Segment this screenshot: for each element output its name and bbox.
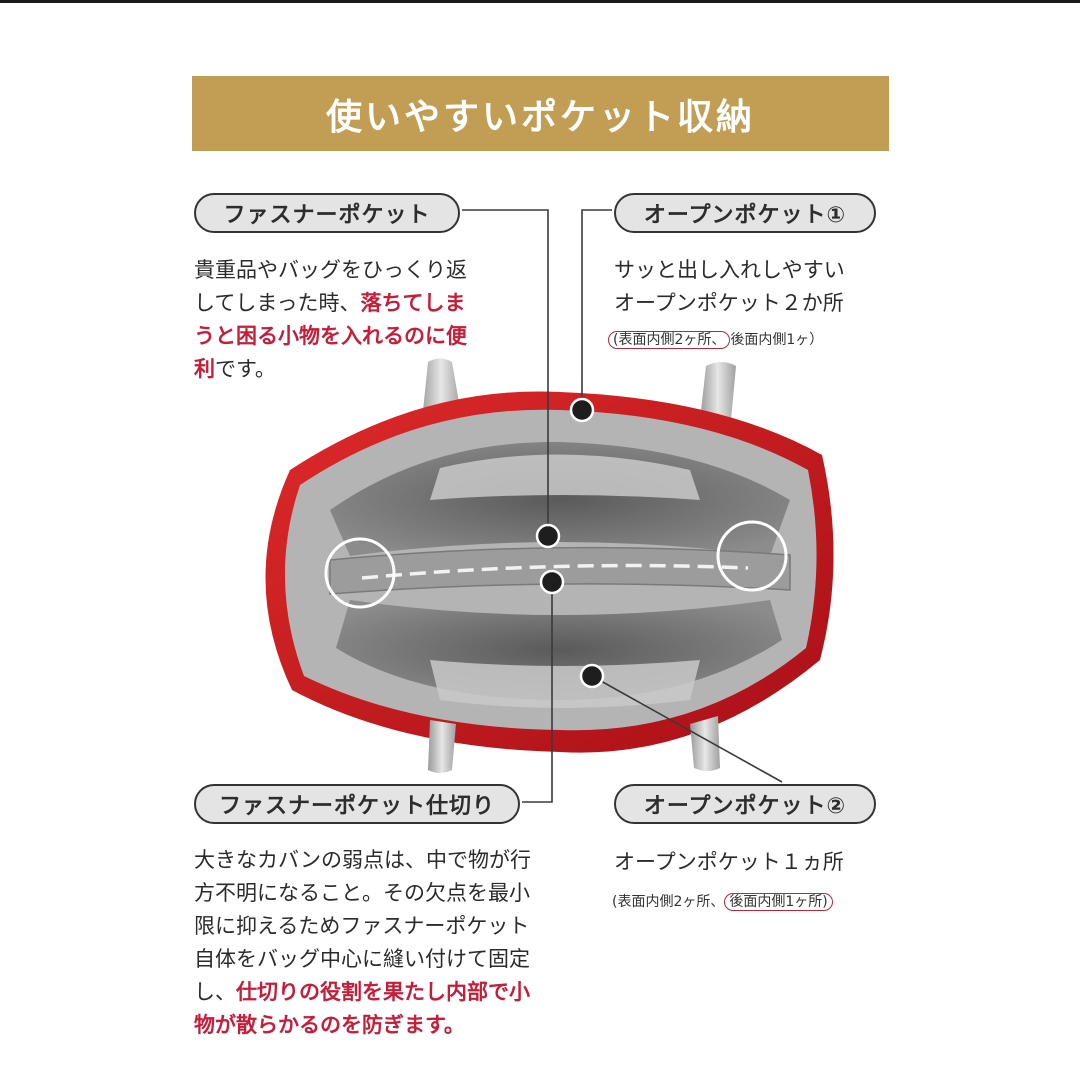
zipper-end-highlight-left (324, 537, 396, 609)
callout-lines (462, 209, 783, 803)
fastener-divider-line-3: 限に抑えるためファスナーポケット (194, 914, 530, 938)
top-rule (0, 0, 1080, 3)
fastener-divider-line-1: 大きなカバンの弱点は、中で物が行 (194, 848, 532, 872)
fastener-pocket-label: ファスナーポケット (194, 193, 460, 233)
fastener-divider-label: ファスナーポケット仕切り (194, 784, 520, 824)
fastener-divider-line-6: 物が散らかるのを防ぎます。 (194, 1013, 465, 1037)
open-pocket-1-label: オープンポケット① (614, 193, 876, 233)
note-front: 表面内側2ヶ所、 (618, 332, 726, 348)
text-emphasis: 落ちてしま (360, 291, 466, 315)
fastener-divider-line-2: 方不明になること。その欠点を最小 (194, 881, 530, 905)
text-plain: し、 (194, 980, 236, 1004)
zipper-track (361, 563, 749, 580)
page-title: 使いやすいポケット収納 (192, 76, 889, 151)
open-pocket-front-panel (430, 454, 700, 500)
fastener-divider-line-4: 自体をバッグ中心に縫い付けて固定 (194, 947, 530, 971)
open-pocket-2-note: (表面内側2ヶ所、後面内側1ヶ所) (612, 891, 833, 911)
text-emphasis: 仕切りの役割を果たし内部で小 (236, 980, 530, 1004)
bag-handle-front (428, 716, 720, 773)
open-pocket-1-line-2: オープンポケット２か所 (614, 291, 844, 315)
text-plain: してしまった時、 (194, 291, 361, 315)
note-circled-part: (表面内側2ヶ所、 (608, 331, 731, 349)
fastener-pocket-line-3: うと困る小物を入れるのに便 (194, 324, 467, 348)
text-plain: です。 (215, 357, 276, 381)
note-circled-part: 後面内側1ヶ所) (724, 893, 833, 911)
open-pocket-2-description: オープンポケット１ヵ所 (614, 846, 844, 879)
fastener-divider-description: 大きなカバンの弱点は、中で物が行 方不明になること。その欠点を最小 限に抑えるた… (194, 844, 531, 1042)
callout-dots (535, 397, 605, 689)
open-pocket-back-panel (430, 660, 700, 708)
fastener-pocket-description: 貴重品やバッグをひっくり返 してしまった時、落ちてしま うと困る小物を入れるのに… (194, 254, 467, 386)
fastener-pocket-line-1: 貴重品やバッグをひっくり返 (194, 258, 467, 282)
text-emphasis: 利 (194, 357, 215, 381)
open-pocket-1-note: (表面内側2ヶ所、後面内側1ヶ） (608, 329, 823, 349)
note-front: (表面内側2ヶ所、 (612, 894, 725, 910)
open-pocket-2-line-1: オープンポケット１ヵ所 (614, 850, 844, 874)
open-pocket-1-line-1: サッと出し入れしやすい (614, 258, 845, 282)
fastener-divider-line-5: し、仕切りの役割を果たし内部で小 (194, 976, 531, 1009)
zipper-pocket-strip (329, 546, 791, 595)
note-back: 後面内側1ヶ） (730, 332, 824, 348)
fastener-pocket-line-2: してしまった時、落ちてしま (194, 287, 467, 320)
fastener-pocket-line-4: 利です。 (194, 353, 467, 386)
open-pocket-2-label: オープンポケット② (614, 784, 876, 824)
open-pocket-1-description: サッと出し入れしやすい オープンポケット２か所 (614, 254, 845, 320)
zipper-end-highlight-right (716, 520, 788, 592)
